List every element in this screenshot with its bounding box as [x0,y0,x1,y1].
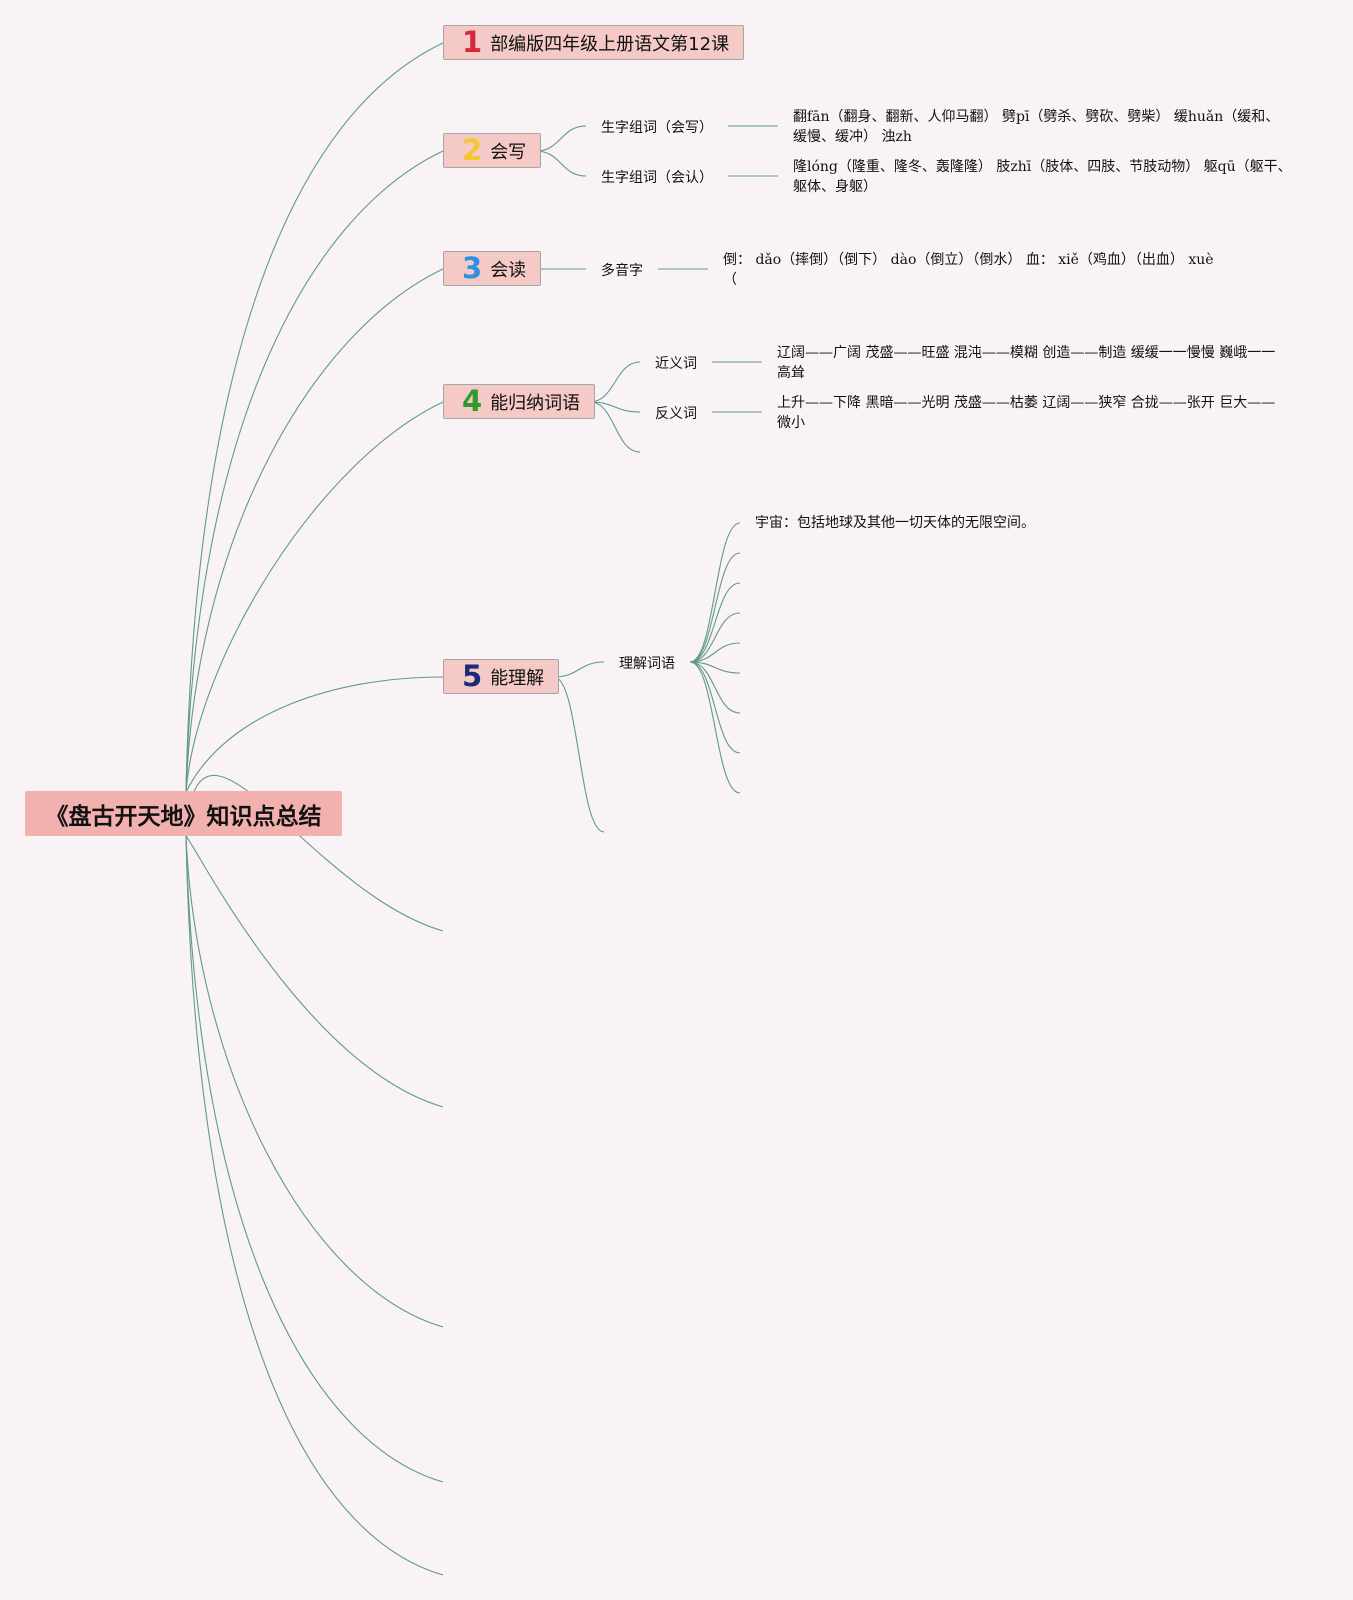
root-node[interactable]: 《盘古开天地》知识点总结 [25,791,342,836]
link-topic-4 [185,401,444,793]
link-word-meaning-7 [689,661,741,714]
link-empty-understand [553,676,605,833]
link-read-words [535,150,587,177]
root-title: 《盘古开天地》知识点总结 [45,803,322,830]
link-word-meaning-9 [689,661,741,794]
topic-number-4: 4 [462,384,483,418]
leaf-polyphone: 倒： dǎo（摔倒）（倒下） dào（倒立）（倒水） 血： xiě（鸡血）（出血… [723,252,1214,288]
subtopic-read-words[interactable]: 生字组词（会认） [601,170,713,186]
subtopic-polyphone[interactable]: 多音字 [601,263,643,279]
topic-classify-words[interactable]: 4 能归纳词语 [443,384,596,419]
leaf-read-words: 隆lóng（隆重、隆冬、轰隆隆） 肢zhī（肢体、四肢、节肢动物） 躯qū（躯干… [793,159,1292,195]
leaf-synonyms: 辽阔——广阔 茂盛——旺盛 混沌——模糊 创造——制造 缓缓一一慢慢 巍峨一一高… [777,345,1276,381]
topic-label-5: 能理解 [490,667,545,689]
link-word-meaning-2 [689,552,741,663]
link-topic-2 [185,150,444,793]
link-understand-words [553,661,605,678]
leaf-antonyms: 上升——下降 黑暗——光明 茂盛——枯萎 辽阔——狭窄 合拢——张开 巨大——微… [777,395,1276,431]
link-topic-1 [185,42,444,793]
topic-label-1: 部编版四年级上册语文第12课 [490,33,730,55]
topic-understand[interactable]: 5 能理解 [443,659,560,694]
topic-number-5: 5 [462,659,483,693]
topic-label-4: 能归纳词语 [490,392,581,414]
link-word-meaning-8 [689,661,741,754]
link-topic-3 [185,268,444,793]
topic-label-2: 会写 [490,141,527,163]
link-topic-5 [185,676,444,793]
topic-label-3: 会读 [490,259,527,281]
link-word-meaning-4 [689,612,741,663]
topic-read[interactable]: 3 会读 [443,251,542,286]
leaf-write-words: 翻fān（翻身、翻新、人仰马翻） 劈pī（劈杀、劈砍、劈柴） 缓huǎn（缓和、… [793,109,1280,145]
link-empty-4 [185,835,444,1483]
link-empty-2 [185,835,444,1108]
subtopic-understand-words[interactable]: 理解词语 [619,656,675,672]
subtopic-write-words[interactable]: 生字组词（会写） [601,120,713,136]
topic-write[interactable]: 2 会写 [443,133,542,168]
link-write-words [535,125,587,152]
link-word-meaning-1 [689,522,741,663]
leaf-universe: 宇宙：包括地球及其他一切天体的无限空间。 [755,515,1035,531]
link-empty-word-group [589,401,641,453]
topic-number-3: 3 [462,251,483,285]
link-antonyms [589,401,641,413]
link-word-meaning-3 [689,582,741,663]
topic-number-1: 1 [462,25,483,59]
link-empty-3 [185,835,444,1328]
link-word-meaning-6 [689,661,741,674]
subtopic-antonyms[interactable]: 反义词 [655,406,697,422]
topic-lesson[interactable]: 1 部编版四年级上册语文第12课 [443,25,745,60]
link-word-meaning-5 [689,642,741,663]
link-synonyms [589,361,641,403]
subtopic-synonyms[interactable]: 近义词 [655,356,697,372]
topic-number-2: 2 [462,133,483,167]
link-empty-5 [185,835,444,1576]
